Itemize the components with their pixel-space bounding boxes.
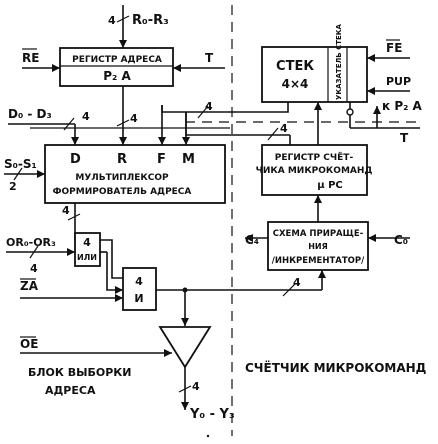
bus-width-d: 4: [82, 110, 90, 123]
bus-slash-s: [13, 167, 23, 181]
counter-register-line2: ЧИКА МИКРОКОМАНД: [256, 166, 373, 176]
stack-size: 4×4: [282, 77, 309, 91]
arrow-c4: [245, 234, 253, 242]
bus-slash-r: [116, 15, 130, 23]
arrow-to-buffer: [181, 318, 189, 326]
bus-slash-or: [29, 245, 39, 259]
arrow-output: [181, 402, 189, 410]
label-pup: PUP: [386, 75, 411, 88]
bus-slash-d: [63, 117, 75, 131]
incrementer-line2: НИЯ: [308, 242, 328, 251]
mux-port-m: M: [182, 152, 195, 167]
label-t-right: T: [400, 131, 409, 145]
label-c0: C₀: [394, 233, 408, 247]
incrementer-line1: СХЕМА ПРИРАЩЕ-: [273, 229, 364, 239]
address-register-name: P₂ A: [103, 69, 131, 83]
counter-register: [261, 144, 368, 196]
label-za: ZA: [20, 279, 39, 293]
incrementer: [267, 221, 369, 271]
section-counter: СЧЁТЧИК МИКРОКОМАНД: [245, 360, 426, 375]
stack-pointer-node: [346, 108, 354, 116]
label-re: RE: [22, 51, 39, 65]
bus-width-and-out: 4: [293, 276, 301, 289]
and-gate: [122, 267, 157, 311]
label-y0-y3: Y₀ - Y₃: [189, 407, 235, 422]
section-address-select-line1: БЛОК ВЫБОРКИ: [28, 366, 131, 379]
arrow-re: [52, 64, 60, 72]
label-s0-s1: S₀-S₁: [4, 157, 37, 171]
dot-mark: [206, 434, 210, 438]
arrow-f: [158, 137, 166, 145]
arrow-r-input: [119, 40, 127, 48]
arrow-counter-to-stack: [314, 102, 322, 110]
label-fe: FE: [386, 41, 402, 55]
bus-width-or: 4: [30, 262, 38, 275]
junction-and: [182, 287, 188, 293]
bus-width-out: 4: [192, 380, 200, 393]
arrow-fe: [367, 54, 375, 62]
arrow-or-input: [67, 248, 75, 256]
arrow-t-top: [173, 64, 181, 72]
label-t-top: T: [205, 51, 214, 65]
label-kp2a: к P₂ A: [382, 99, 423, 113]
arrow-kp2a: [373, 106, 381, 114]
section-address-select-line2: АДРЕСА: [45, 384, 96, 397]
bus-width-mux-out: 4: [62, 204, 70, 217]
arrow-inc-to-counter: [314, 195, 322, 203]
or-gate-num: 4: [83, 236, 91, 249]
arrow-c0: [368, 234, 376, 242]
tristate-buffer: [158, 326, 212, 369]
bus-slash-out: [178, 385, 192, 393]
bus-slash-mux-out: [67, 213, 81, 221]
bus-width-r: 4: [108, 14, 116, 27]
mux-subtitle: ФОРМИРОВАТЕЛЬ АДРЕСА: [53, 187, 192, 197]
stack-title: СТЕК: [276, 59, 314, 74]
bus-width-stack: 4: [205, 100, 213, 113]
arrow-m: [182, 137, 190, 145]
bus-slash-counter: [267, 127, 279, 141]
label-r0-r3: R₀-R₃: [132, 13, 169, 28]
stack: [261, 46, 368, 103]
stack-pointer-label: УКАЗАТЕЛЬ СТЕКА: [335, 24, 343, 100]
arrow-oe: [164, 349, 172, 357]
arrow-reg-to-mux: [119, 137, 127, 145]
arrow-s-input: [37, 170, 45, 178]
and-gate-num: 4: [135, 275, 143, 288]
counter-register-line1: РЕГИСТР СЧЁТ-: [275, 152, 354, 163]
address-register: [59, 47, 174, 87]
bus-width-reg: 4: [130, 112, 138, 125]
and-gate-label: И: [134, 292, 143, 305]
arrow-za: [115, 294, 123, 302]
bus-width-counter: 4: [280, 122, 288, 135]
arrow-d-input: [71, 137, 79, 145]
address-register-title: РЕГИСТР АДРЕСА: [72, 55, 162, 65]
counter-register-line3: μ PC: [317, 180, 343, 191]
bus-slash-and-out: [282, 283, 296, 297]
bus-width-s: 2: [9, 180, 17, 193]
arrow-and-to-inc: [318, 270, 326, 278]
mux-port-d: D: [70, 152, 81, 167]
line-or-to-and: [106, 252, 123, 291]
bus-slash-reg: [116, 119, 130, 127]
incrementer-line3: /ИНКРЕМЕНТАТОР/: [272, 256, 365, 266]
arrow-pup: [367, 87, 375, 95]
or-gate-label: ИЛИ: [77, 253, 97, 262]
multiplexer: [44, 144, 226, 204]
label-d0-d3: D₀ - D₃: [8, 107, 52, 121]
bus-slash-stack: [197, 105, 209, 119]
mux-title: МУЛЬТИПЛЕКСОР: [75, 173, 169, 183]
mux-port-f: F: [157, 152, 166, 167]
label-oe: OE: [20, 337, 38, 351]
mux-port-r: R: [117, 152, 127, 167]
arrow-or-to-and: [115, 286, 123, 294]
bus-stack-to-mux: [161, 105, 233, 113]
bus-mux-to-and: [74, 203, 123, 279]
bus-counter-to-m-route: [185, 112, 290, 136]
or-gate: [74, 232, 101, 267]
bus-stack-out: [233, 102, 289, 113]
label-or0-or3: OR₀-OR₃: [6, 236, 56, 249]
